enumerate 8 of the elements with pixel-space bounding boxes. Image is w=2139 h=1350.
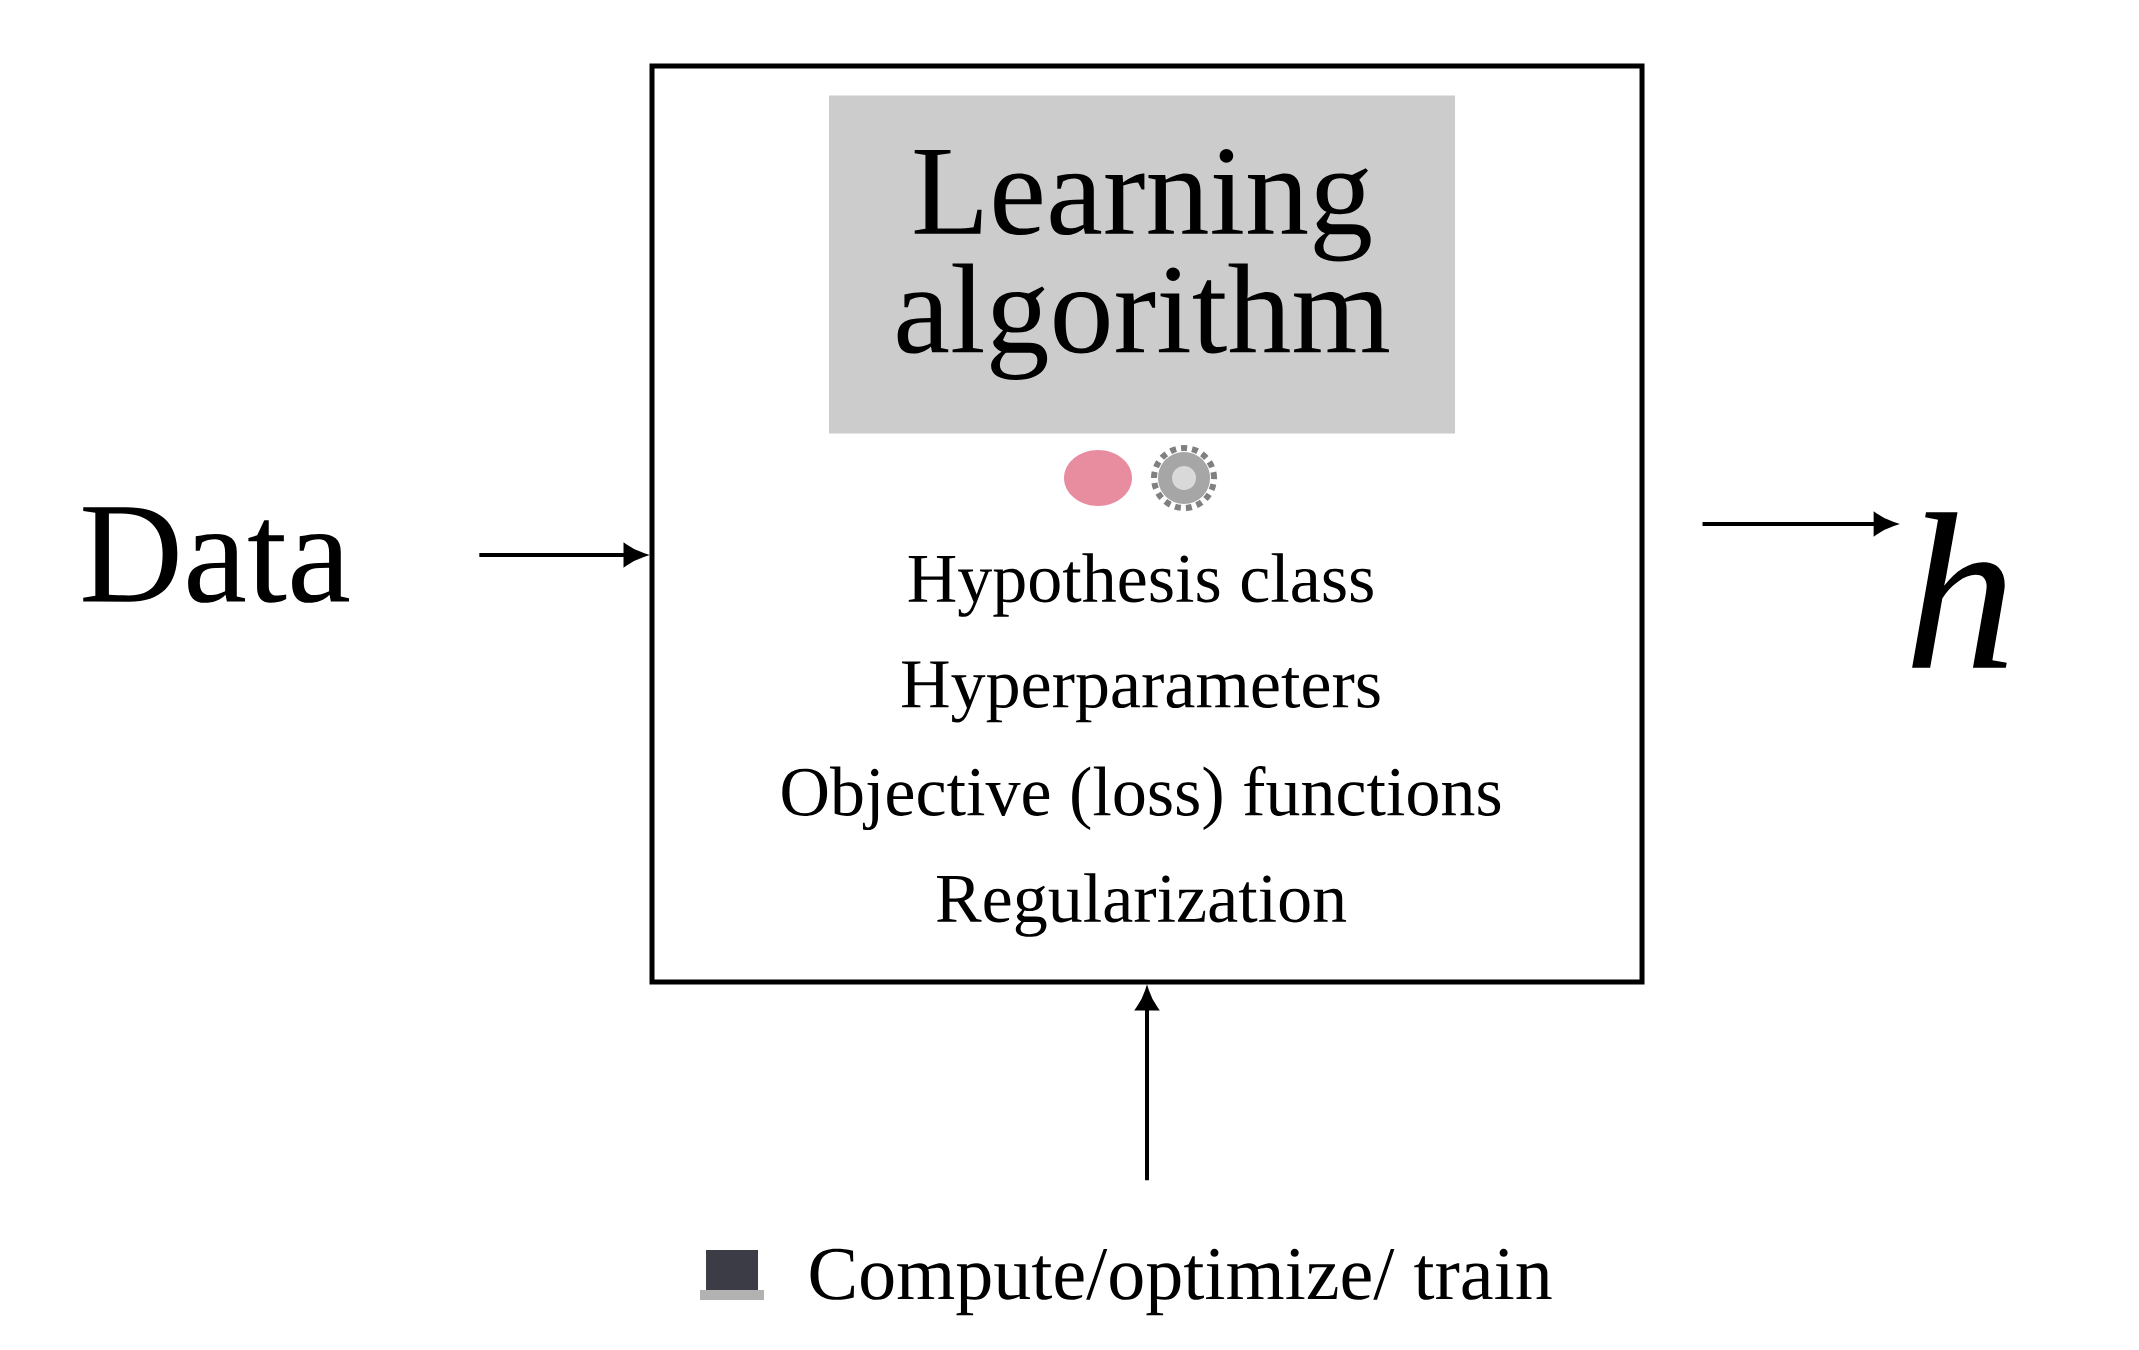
compute-label: Compute/optimize/ train [810,1248,1552,1316]
list-item: Hypothesis class [908,553,1373,617]
list-item: Regularization [937,873,1347,937]
output-label: h [1912,512,2007,668]
list-item: Hyperparameters [902,661,1380,723]
title-box: Learning algorithm [829,95,1456,434]
list-item: Objective (loss) functions [782,765,1501,831]
data-label: Data [83,507,349,603]
